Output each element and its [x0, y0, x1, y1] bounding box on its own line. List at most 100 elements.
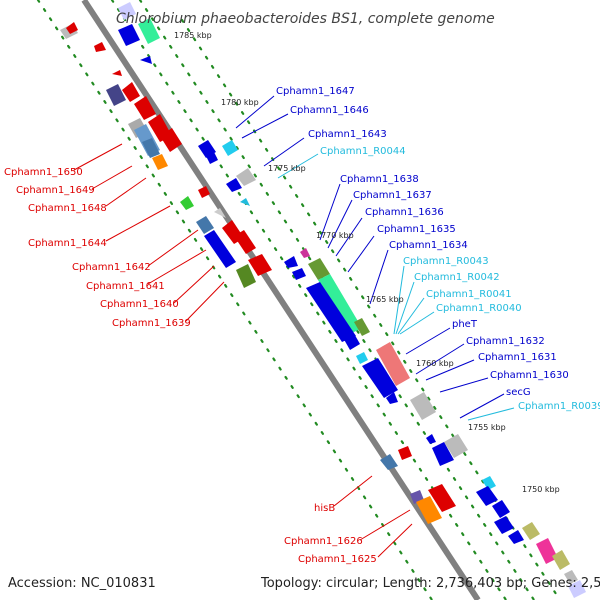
leader-line — [147, 249, 207, 285]
gene-box — [180, 196, 194, 210]
leader-line — [105, 205, 171, 242]
gene-box — [444, 434, 468, 458]
leader-line — [91, 165, 133, 190]
gene-label: Cphamn1_R0040 — [436, 303, 522, 314]
leader-line — [277, 153, 319, 179]
leader-line — [333, 475, 373, 507]
gene-label: Cphamn1_1626 — [284, 536, 363, 547]
leader-lines-right — [235, 95, 515, 421]
gene-label: Cphamn1_1639 — [112, 318, 191, 329]
gene-arrow — [112, 70, 122, 76]
leader-line — [73, 143, 123, 171]
gene-box — [300, 248, 310, 258]
gene-box — [292, 268, 306, 280]
gene-box — [214, 208, 226, 218]
gene-arrow — [206, 152, 218, 164]
leader-line — [335, 217, 363, 257]
gene-label: Cphamn1_1649 — [16, 185, 95, 196]
gene-arrow — [160, 128, 182, 152]
gene-arrow — [284, 256, 298, 268]
leader-line — [399, 311, 435, 335]
gene-label: Cphamn1_R0044 — [320, 146, 406, 157]
gene-arrow — [492, 500, 510, 518]
map-title: Chlorobium phaeobacteroides BS1, complet… — [116, 11, 495, 27]
gene-label: Cphamn1_1636 — [365, 207, 444, 218]
gene-arrow — [226, 178, 242, 192]
gene-box — [522, 522, 540, 540]
gene-label: secG — [506, 387, 531, 398]
genome-backbone — [81, 0, 481, 600]
gene-arrow — [428, 484, 456, 512]
leader-line — [369, 249, 389, 305]
gene-arrow — [66, 22, 78, 34]
gene-box — [106, 84, 126, 106]
kbp-label: 1780 kbp — [221, 98, 259, 107]
gene-box — [196, 216, 214, 234]
gene-arrow — [198, 186, 210, 198]
gene-label: Cphamn1_1642 — [72, 262, 151, 273]
kbp-label: 1755 kbp — [468, 423, 506, 432]
gene-label: Cphamn1_1644 — [28, 238, 107, 249]
gene-box — [552, 550, 570, 570]
gene-label: Cphamn1_1637 — [353, 190, 432, 201]
gene-label: pheT — [452, 319, 478, 330]
gene-box — [536, 538, 558, 564]
gene-arrow — [248, 254, 272, 276]
kbp-labels: 1785 kbp 1780 kbp 1775 kbp 1770 kbp 1765… — [174, 31, 560, 494]
leader-line — [415, 343, 465, 375]
kbp-label: 1775 kbp — [268, 164, 306, 173]
gene-arrow — [426, 434, 436, 444]
gene-box — [568, 580, 586, 598]
gene-box — [380, 454, 398, 470]
leader-line — [319, 183, 341, 241]
gene-box — [318, 274, 362, 334]
gene-label: Cphamn1_1641 — [86, 281, 165, 292]
gene-box — [354, 318, 370, 336]
gene-features-right — [118, 2, 586, 598]
gene-label: Cphamn1_1647 — [276, 86, 355, 97]
gene-box — [236, 168, 256, 186]
gene-arrow — [342, 330, 360, 350]
gene-box — [138, 18, 160, 44]
gene-box — [308, 258, 330, 280]
gene-label: Cphamn1_1631 — [478, 352, 557, 363]
leader-lines-left — [73, 143, 413, 558]
gene-box — [416, 496, 442, 524]
gene-box — [142, 138, 160, 158]
gene-label: Cphamn1_R0041 — [426, 289, 512, 300]
kbp-label: 1750 kbp — [522, 485, 560, 494]
gene-arrow — [122, 82, 140, 102]
gene-labels-right: Cphamn1_1647 Cphamn1_1646 Cphamn1_1643 C… — [276, 86, 600, 412]
leader-line — [105, 177, 147, 207]
kbp-label: 1765 kbp — [366, 295, 404, 304]
leader-line — [147, 229, 199, 267]
leader-line — [425, 359, 475, 381]
gene-label: Cphamn1_1638 — [340, 174, 419, 185]
leader-line — [327, 199, 353, 249]
gene-label: Cphamn1_1630 — [490, 370, 569, 381]
gene-box — [222, 140, 238, 156]
leader-line — [347, 235, 375, 273]
gene-label: Cphamn1_1640 — [100, 299, 179, 310]
gene-box — [356, 352, 368, 364]
gene-label: Cphamn1_R0043 — [403, 256, 489, 267]
leader-line — [263, 137, 305, 167]
gene-label: Cphamn1_1643 — [308, 129, 387, 140]
gene-label: Cphamn1_1634 — [389, 240, 468, 251]
gene-arrow — [240, 198, 250, 206]
gene-arrow — [432, 442, 454, 466]
leader-line — [467, 407, 515, 421]
gene-label: Cphamn1_R0039 — [518, 401, 600, 412]
gene-arrow — [204, 230, 236, 268]
gene-label: Cphamn1_1646 — [290, 105, 369, 116]
gene-features-left — [60, 22, 456, 524]
gene-box — [118, 24, 140, 46]
gene-label: Cphamn1_R0042 — [414, 272, 500, 283]
leader-line — [185, 281, 225, 322]
gene-label: Cphamn1_1648 — [28, 203, 107, 214]
leader-line — [395, 281, 415, 335]
leader-line — [393, 265, 405, 335]
topology-label: Topology: circular; Length: 2,736,403 bp… — [260, 576, 600, 591]
leader-line — [405, 327, 451, 355]
